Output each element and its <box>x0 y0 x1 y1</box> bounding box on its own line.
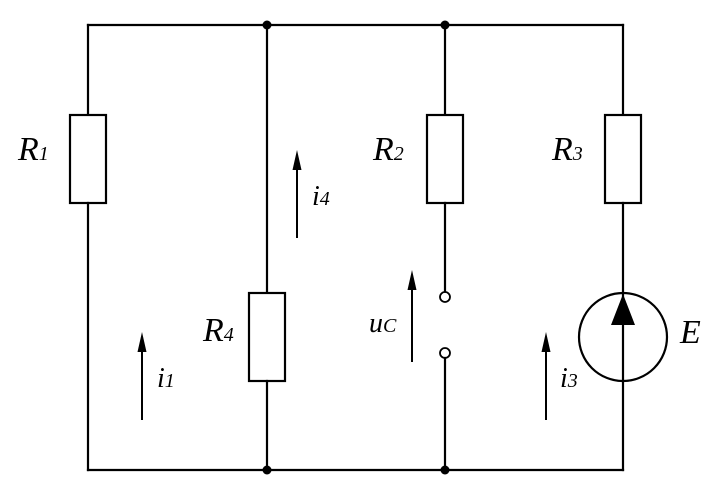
label-r3: R3 <box>551 131 583 168</box>
resistor-r1 <box>68 113 108 205</box>
label-i3: i3 <box>560 363 578 394</box>
label-uc-sub: C <box>383 315 397 337</box>
arrow-i4-icon <box>292 150 302 170</box>
label-r3-sub: 3 <box>572 143 583 165</box>
arrow-i1-icon <box>137 332 147 352</box>
label-i4: i4 <box>312 181 330 212</box>
label-r4-main: R <box>202 312 224 349</box>
label-r2: R2 <box>372 131 404 168</box>
label-r1-main: R <box>17 131 39 168</box>
resistor-r4 <box>247 291 287 383</box>
label-r3-main: R <box>551 131 573 168</box>
arrow-i3-icon <box>541 332 551 352</box>
label-i4-sub: 4 <box>320 188 330 210</box>
resistor-r2 <box>425 113 465 205</box>
label-i4-main: i <box>312 181 320 212</box>
label-r4: R4 <box>202 312 234 349</box>
source-arrow-icon <box>611 294 635 325</box>
label-uc-main: u <box>369 308 383 339</box>
junction-node-bottom-r2 <box>440 465 450 475</box>
label-i3-sub: 3 <box>567 370 578 392</box>
arrow-uc-icon <box>407 270 417 290</box>
terminal-lower <box>439 347 451 359</box>
label-r1-sub: 1 <box>39 143 49 165</box>
label-i1-sub: 1 <box>165 370 175 392</box>
resistor-r3 <box>603 113 643 205</box>
label-r4-sub: 4 <box>224 324 234 346</box>
junction-node-top-r4 <box>262 20 272 30</box>
label-e-main: E <box>679 314 701 351</box>
junction-node-bottom-r4 <box>262 465 272 475</box>
junction-node-top-r2 <box>440 20 450 30</box>
label-i1-main: i <box>157 363 165 394</box>
label-e: E <box>679 314 701 351</box>
label-r2-sub: 2 <box>394 143 404 165</box>
terminal-upper <box>439 291 451 303</box>
label-r1: R1 <box>17 131 49 168</box>
label-i3-main: i <box>560 363 568 394</box>
label-uc: uC <box>369 308 397 339</box>
label-i1: i1 <box>157 363 175 394</box>
label-r2-main: R <box>372 131 394 168</box>
